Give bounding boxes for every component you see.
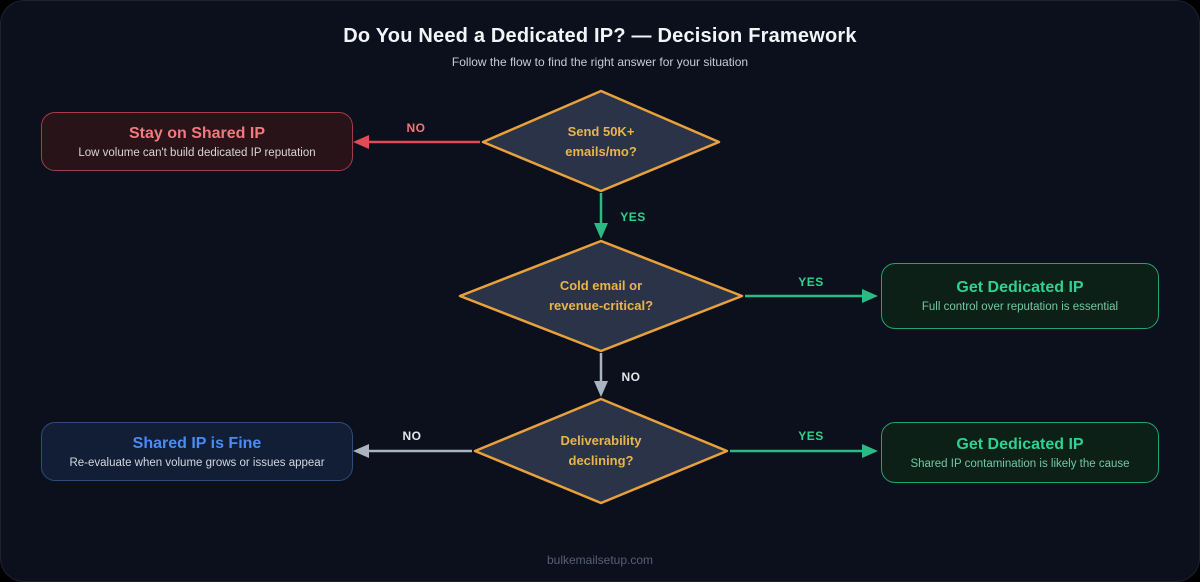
result-title: Stay on Shared IP (128, 124, 266, 142)
edge-yes-volume-arrowhead-icon (594, 223, 608, 239)
decision-label-volume: Send 50K+ emails/mo? (565, 123, 637, 159)
result-title: Get Dedicated IP (956, 279, 1084, 296)
edge-label-yes-critical: YES (798, 275, 824, 289)
decision-diamond-critical (458, 239, 744, 353)
page-title: Do You Need a Dedicated IP? — Decision F… (343, 25, 857, 47)
decision-diamond-volume (481, 89, 721, 193)
edge-yes-critical-arrowhead-icon (862, 289, 878, 303)
edge-label-yes-deliverability: YES (798, 429, 824, 443)
result-subtitle: Low volume can't build dedicated IP repu… (78, 146, 316, 159)
result-card-dedicated-bottom: Get Dedicated IP Shared IP contamination… (881, 422, 1159, 483)
result-subtitle: Full control over reputation is essentia… (921, 301, 1119, 313)
edge-label-no-deliverability: NO (402, 429, 422, 443)
edge-label-no-volume: NO (406, 121, 426, 135)
decision-label-deliverability: Deliverability declining? (560, 432, 642, 468)
edge-label-yes-volume: YES (620, 210, 646, 224)
edge-no-deliverability-arrowhead-icon (353, 444, 369, 458)
edge-label-no-critical: NO (621, 370, 641, 384)
edge-no-volume-arrowhead-icon (353, 135, 369, 149)
result-card-shared-fine: Shared IP is Fine Re-evaluate when volum… (41, 422, 353, 481)
edge-yes-deliverability-arrowhead-icon (862, 444, 878, 458)
result-card-dedicated-mid: Get Dedicated IP Full control over reput… (881, 263, 1159, 329)
page-subtitle: Follow the flow to find the right answer… (451, 55, 749, 69)
decision-diamond-deliverability (473, 397, 729, 505)
result-title: Get Dedicated IP (956, 435, 1084, 453)
footer-site-url: bulkemailsetup.com (546, 553, 654, 567)
edge-no-critical-arrowhead-icon (594, 381, 608, 397)
result-title: Shared IP is Fine (132, 434, 262, 452)
result-subtitle: Re-evaluate when volume grows or issues … (69, 456, 325, 469)
decision-label-critical: Cold email or revenue-critical? (548, 277, 654, 313)
result-subtitle: Shared IP contamination is likely the ca… (910, 457, 1130, 470)
result-card-stay-shared: Stay on Shared IP Low volume can't build… (41, 112, 353, 171)
